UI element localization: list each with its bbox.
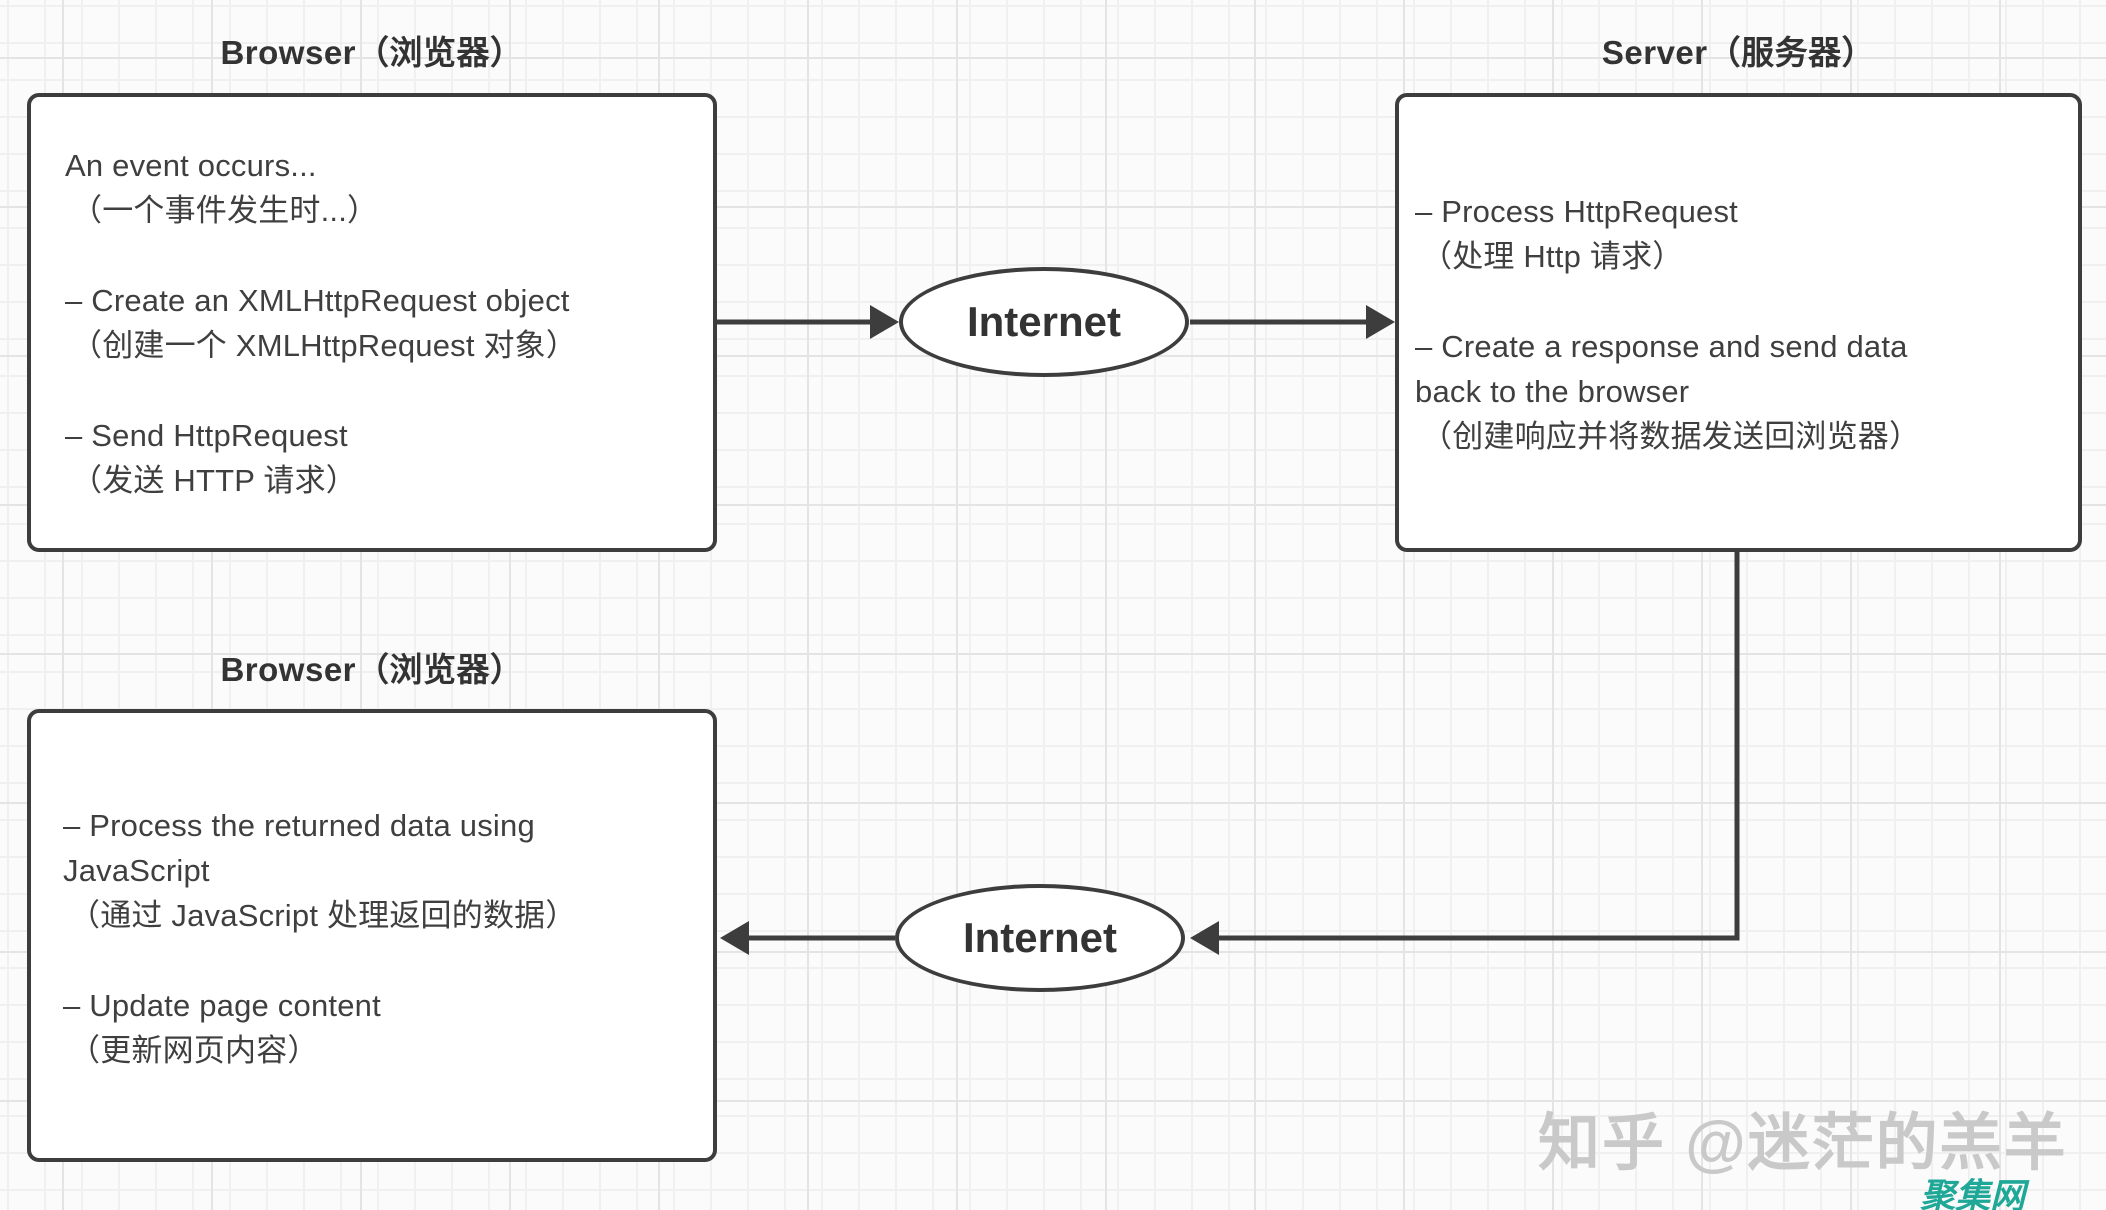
box-line: – Process HttpRequest	[1415, 194, 1738, 229]
browser-top-title: Browser（浏览器）	[220, 34, 524, 71]
box-line: （处理 Http 请求）	[1421, 239, 1684, 274]
box-line: JavaScript	[63, 853, 210, 888]
internet-top-node: Internet	[899, 267, 1189, 377]
box-line: – Create a response and send data	[1415, 329, 1908, 364]
site-watermark: 聚集网	[1920, 1177, 2026, 1210]
internet-bottom-node: Internet	[895, 884, 1185, 992]
browser-bottom-text: – Process the returned data using JavaSc…	[63, 803, 695, 1073]
arrow-internet-to-server	[1190, 305, 1395, 339]
box-line: （通过 JavaScript 处理返回的数据）	[69, 898, 577, 933]
browser-top-box	[27, 93, 717, 552]
arrow-internet-to-browser-bottom	[720, 921, 895, 955]
box-line: （一个事件发生时...）	[71, 193, 379, 228]
box-line: （创建一个 XMLHttpRequest 对象）	[71, 328, 578, 363]
box-line: – Create an XMLHttpRequest object	[65, 283, 570, 318]
box-line: （创建响应并将数据发送回浏览器）	[1421, 419, 1921, 454]
zhihu-watermark: 知乎 @迷茫的羔羊	[1538, 1109, 2068, 1178]
arrow-server-to-internet-bottom	[1190, 552, 1740, 955]
box-line: （发送 HTTP 请求）	[71, 463, 358, 498]
box-line: – Send HttpRequest	[65, 418, 348, 453]
browser-bottom-box	[27, 709, 717, 1162]
internet-bottom-label: Internet	[962, 914, 1117, 961]
server-title: Server（服务器）	[1601, 34, 1876, 71]
box-line: （更新网页内容）	[69, 1033, 319, 1068]
internet-top-label: Internet	[966, 298, 1121, 345]
arrow-browser-top-to-internet	[717, 305, 899, 339]
box-line: – Process the returned data using	[63, 808, 535, 843]
box-line: back to the browser	[1415, 374, 1690, 409]
server-box	[1395, 93, 2082, 552]
server-text: – Process HttpRequest （处理 Http 请求） – Cre…	[1415, 189, 2070, 459]
box-line: – Update page content	[63, 988, 381, 1023]
browser-top-text: An event occurs... （一个事件发生时...） – Create…	[65, 143, 695, 503]
box-line: An event occurs...	[65, 148, 317, 183]
browser-bottom-title: Browser（浏览器）	[220, 651, 524, 688]
